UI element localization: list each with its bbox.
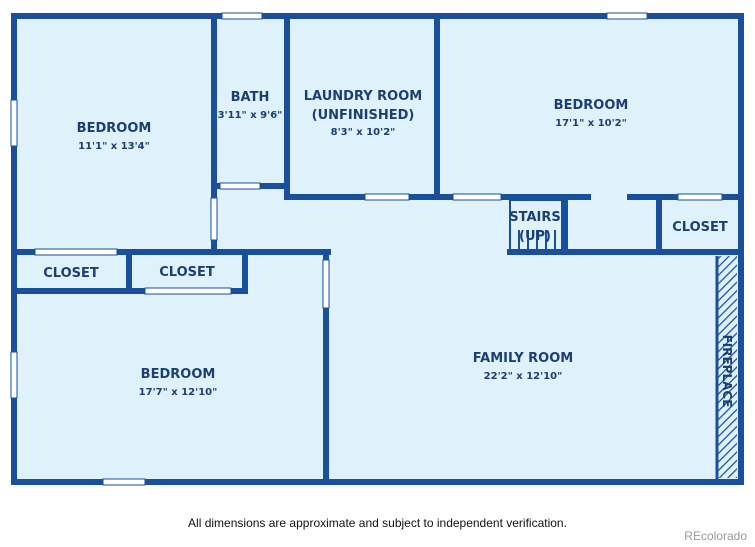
window-bath xyxy=(221,12,263,20)
closet-right-name: CLOSET xyxy=(672,220,728,235)
stairs-name-line1: STAIRS xyxy=(509,210,561,225)
door-bedroom-nw xyxy=(210,197,218,241)
family-room-name: FAMILY ROOM xyxy=(473,351,573,366)
floor-plan: BEDROOM 11'1" x 13'4" BATH 3'11" x 9'6" … xyxy=(10,12,744,486)
door-closet-right xyxy=(677,193,723,201)
family-room-dims: 22'2" x 12'10" xyxy=(484,371,563,382)
door-closet-mid xyxy=(144,287,232,295)
window-bedroom-nw xyxy=(10,99,18,147)
openings xyxy=(10,12,723,486)
bedroom-sw-name: BEDROOM xyxy=(141,367,216,382)
bath-dims: 3'11" x 9'6" xyxy=(218,110,283,121)
disclaimer: All dimensions are approximate and subje… xyxy=(188,516,567,530)
stair-treads xyxy=(509,199,563,251)
bedroom-ne-dims: 17'1" x 10'2" xyxy=(555,118,627,129)
fireplace-hatch xyxy=(717,256,737,478)
credit-logo-text: REcolorado xyxy=(684,529,747,543)
window-bedroom-ne xyxy=(606,12,648,20)
laundry-name-line2: (UNFINISHED) xyxy=(312,108,415,123)
window-bedroom-sw xyxy=(10,351,18,399)
laundry-dims: 8'3" x 10'2" xyxy=(331,127,396,138)
fireplace-label: FIREPLACE xyxy=(720,335,734,408)
stairs-name-line2: (UP) xyxy=(519,229,551,244)
door-bedroom-ne xyxy=(452,193,502,201)
door-bath xyxy=(219,182,261,190)
window-bedroom-sw-bottom xyxy=(102,478,146,486)
bedroom-sw-dims: 17'7" x 12'10" xyxy=(139,387,218,398)
bath-name: BATH xyxy=(231,90,270,105)
door-closet-left xyxy=(34,248,118,256)
bedroom-nw-name: BEDROOM xyxy=(77,121,152,136)
closet-left-name: CLOSET xyxy=(43,266,99,281)
door-laundry xyxy=(364,193,410,201)
bedroom-ne-name: BEDROOM xyxy=(554,98,629,113)
bedroom-nw-dims: 11'1" x 13'4" xyxy=(78,141,150,152)
closet-mid-name: CLOSET xyxy=(159,265,215,280)
laundry-name-line1: LAUNDRY ROOM xyxy=(304,89,422,104)
door-bedroom-sw xyxy=(322,259,330,309)
